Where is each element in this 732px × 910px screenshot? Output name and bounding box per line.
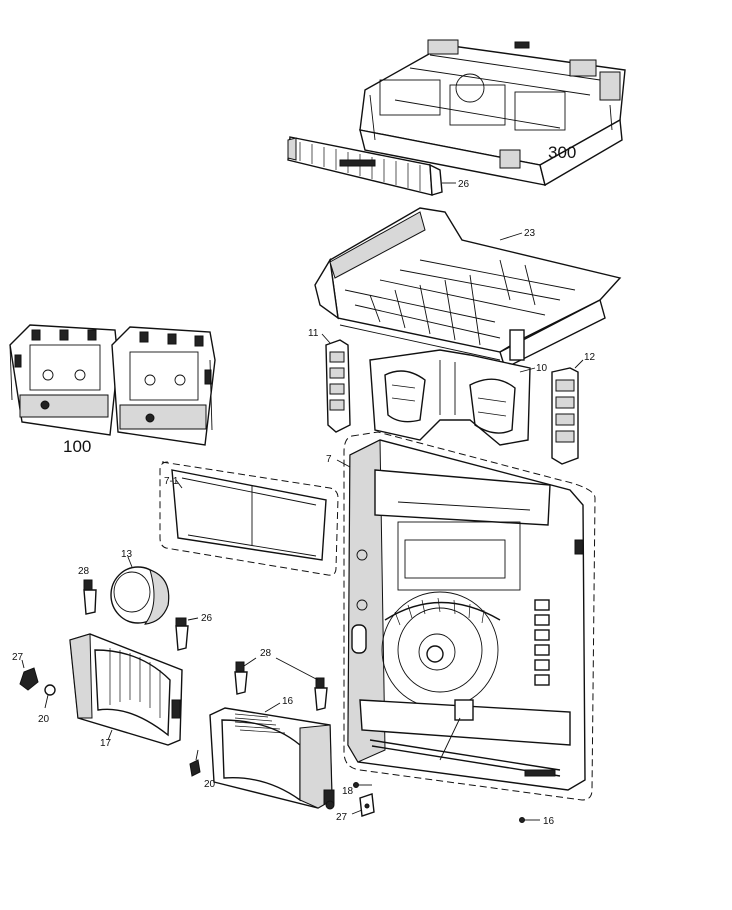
clip-26b [175, 617, 189, 651]
leader-17 [107, 729, 113, 741]
leader-7 [336, 459, 351, 468]
label-17: 17 [100, 738, 112, 749]
top-frame-23 [314, 207, 622, 369]
group-outline-7-1 [159, 461, 339, 576]
leader-13 [127, 556, 133, 568]
label-27b: 27 [336, 812, 348, 823]
volume-knob-13 [110, 566, 170, 625]
cassette-mechanism-100 [9, 324, 216, 446]
label-7-1: 7-1 [164, 476, 179, 487]
leader-26b [187, 617, 199, 621]
small-part-27a [19, 659, 39, 691]
leader-10 [519, 367, 536, 373]
label-10: 10 [536, 363, 548, 374]
holder-bracket-10 [369, 349, 531, 446]
button-strip-12 [551, 367, 579, 465]
leader-11 [321, 333, 331, 344]
cd-mechanism-300 [359, 39, 626, 187]
label-28a: 28 [78, 566, 90, 577]
cassette-door-7-1 [171, 469, 327, 561]
front-cabinet-7 [347, 439, 586, 791]
group-outline-7 [343, 431, 596, 801]
spring-clip-28a [83, 579, 97, 615]
label-27a: 27 [12, 652, 24, 663]
leader-12 [574, 359, 584, 369]
label-26a: 26 [458, 179, 470, 190]
leader-23 [499, 232, 523, 241]
screw-20b [189, 749, 201, 777]
cd-front-strip-26 [287, 136, 443, 196]
leader-7-1 [175, 479, 183, 489]
label-16: 16 [282, 696, 294, 707]
label-13: 13 [121, 549, 133, 560]
speaker-grille-17 [69, 633, 183, 746]
label-20a: 20 [38, 714, 50, 725]
label-18: 18 [342, 786, 354, 797]
button-strip-11 [325, 339, 351, 433]
label-100: 100 [63, 437, 91, 456]
label-300: 300 [548, 143, 576, 162]
label-11: 11 [308, 328, 319, 339]
speaker-grille-16 [209, 707, 335, 810]
label-20b: 20 [204, 779, 216, 790]
part-18 [353, 782, 372, 788]
bracket-27b [351, 793, 375, 817]
screw-16b [519, 817, 540, 823]
leader-16 [264, 702, 281, 713]
label-16b: 16 [543, 816, 555, 827]
label-26b: 26 [201, 613, 213, 624]
spring-clips-28b [234, 657, 328, 711]
screw-20a [44, 684, 56, 709]
label-12: 12 [584, 352, 596, 363]
label-23: 23 [524, 228, 536, 239]
label-28b: 28 [260, 648, 272, 659]
label-7: 7 [326, 454, 332, 465]
